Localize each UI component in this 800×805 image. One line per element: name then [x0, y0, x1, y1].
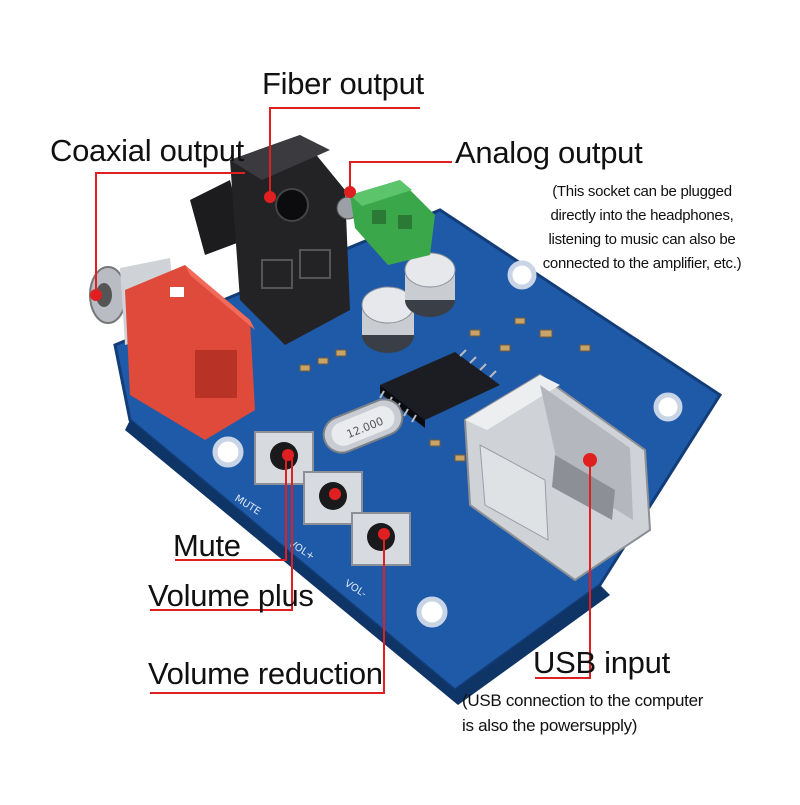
- crystal-oscillator: 12.000: [322, 398, 404, 454]
- analog-note-line: (This socket can be plugged: [552, 183, 732, 200]
- coaxial-output-label: Coaxial output: [50, 133, 244, 168]
- usb-input-note: (USB connection to the computer is also …: [462, 688, 782, 738]
- volume-reduction-label: Volume reduction: [148, 656, 383, 691]
- analog-jack: [336, 180, 435, 265]
- callout-lines: [95, 107, 591, 694]
- mounting-holes: [212, 260, 683, 628]
- analog-output-label: Analog output: [455, 135, 643, 170]
- usb-input-label: USB input: [533, 645, 670, 680]
- capacitor-2: [404, 252, 456, 317]
- usb-note-line: (USB connection to the computer: [462, 691, 704, 710]
- usb-note-line: is also the powersupply): [462, 716, 638, 735]
- usb-b-socket: [463, 373, 652, 582]
- smd-components: [299, 317, 591, 462]
- fiber-socket: [190, 135, 350, 345]
- analog-output-note: (This socket can be plugged directly int…: [522, 180, 762, 276]
- volume-plus-label: Volume plus: [148, 578, 314, 613]
- ic-chip: [379, 349, 500, 428]
- fiber-output-label: Fiber output: [262, 66, 424, 101]
- coaxial-socket: [89, 258, 255, 440]
- analog-note-line: connected to the amplifier, etc.): [542, 255, 742, 272]
- mute-label: Mute: [173, 528, 241, 563]
- analog-note-line: directly into the headphones,: [550, 207, 734, 224]
- analog-note-line: listening to music can also be: [548, 231, 736, 248]
- callout-dots: [90, 186, 597, 540]
